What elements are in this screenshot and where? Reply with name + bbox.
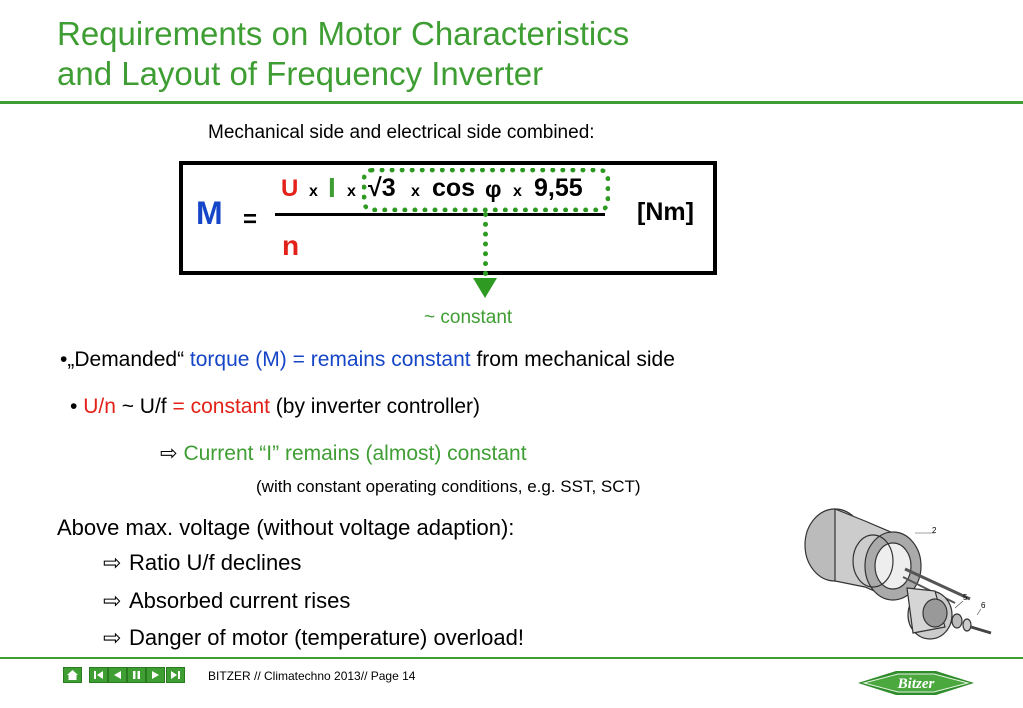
- bullet-marker: •: [70, 395, 84, 418]
- motor-exploded-illustration: 2 5 6: [804, 508, 992, 640]
- footer-text: BITZER // Climatechno 2013// Page 14: [208, 669, 416, 683]
- sqrt3-term: √3: [368, 174, 396, 202]
- sub-item: ⇨ Absorbed current rises: [103, 588, 350, 614]
- sub-item-text: Absorbed current rises: [129, 588, 351, 613]
- footer-divider: [0, 657, 1023, 659]
- constant-pointer-line: [483, 212, 488, 276]
- motor-label: 2: [932, 526, 937, 535]
- fraction-line: [275, 213, 605, 216]
- constant-term: 9,55: [534, 174, 583, 202]
- sub-item: ⇨ Danger of motor (temperature) overload!: [103, 625, 524, 651]
- bitzer-logo: Bitzer: [858, 671, 974, 695]
- conditions-note: (with constant operating conditions, e.g…: [256, 477, 641, 496]
- cos-term: cos: [432, 174, 476, 202]
- current-symbol: I: [328, 172, 336, 203]
- logo-text: Bitzer: [897, 676, 935, 692]
- constant-term: = constant: [172, 395, 270, 418]
- sub-item-text: Danger of motor (temperature) overload!: [129, 625, 524, 650]
- title-line-1: Requirements on Motor Characteristics: [57, 15, 630, 52]
- slide-title: Requirements on Motor Characteristics an…: [57, 14, 629, 94]
- constant-note: ~ constant: [424, 307, 513, 328]
- title-divider: [0, 101, 1023, 104]
- constant-highlight-box: [362, 168, 610, 212]
- arrow-down-icon: [473, 278, 497, 298]
- bullet-un-constant: • U/n ~ U/f = constant (by inverter cont…: [70, 395, 480, 419]
- bullet-text: •„Demanded“: [60, 348, 190, 371]
- first-slide-icon[interactable]: [89, 667, 108, 683]
- torque-symbol: M: [196, 195, 223, 231]
- unit-label: [Nm]: [637, 198, 694, 226]
- times-sign: x: [411, 183, 420, 200]
- times-sign: x: [309, 183, 318, 200]
- pause-icon[interactable]: [127, 667, 146, 683]
- bullet-current-constant: ⇨ Current “I” remains (almost) constant: [160, 441, 527, 466]
- equals-term: =: [286, 348, 311, 371]
- arrow-right-icon: ⇨: [103, 550, 122, 575]
- times-sign: x: [347, 183, 356, 200]
- equals-sign: =: [243, 206, 258, 233]
- remains-constant-term: remains constant: [310, 348, 471, 371]
- bullet-text: from mechanical side: [470, 348, 675, 371]
- sub-item-text: Ratio U/f declines: [129, 550, 302, 575]
- title-line-2: and Layout of Frequency Inverter: [57, 55, 544, 92]
- motor-label: 6: [981, 601, 986, 610]
- voltage-symbol: U: [281, 175, 299, 202]
- voltage-paragraph: Above max. voltage (without voltage adap…: [57, 515, 515, 540]
- last-slide-icon[interactable]: [166, 667, 185, 683]
- bullet-text: (by inverter controller): [269, 395, 481, 418]
- times-sign: x: [513, 183, 522, 200]
- arrow-right-icon: ⇨: [160, 442, 178, 465]
- bullet-demanded-torque: •„Demanded“ torque (M) = remains constan…: [60, 348, 675, 372]
- arrow-right-icon: ⇨: [103, 588, 122, 613]
- uf-term: ~ U/f: [115, 395, 173, 418]
- torque-term: torque (M): [189, 348, 287, 371]
- phi-symbol: φ: [485, 176, 502, 202]
- speed-symbol: n: [282, 230, 300, 261]
- previous-slide-icon[interactable]: [108, 667, 127, 683]
- sub-item: ⇨ Ratio U/f declines: [103, 550, 301, 576]
- arrow-right-icon: ⇨: [103, 625, 122, 650]
- motor-label: 5: [963, 593, 968, 602]
- formula-caption: Mechanical side and electrical side comb…: [208, 122, 595, 143]
- current-constant-text: Current “I” remains (almost) constant: [183, 442, 527, 465]
- next-slide-icon[interactable]: [146, 667, 165, 683]
- formula-box: [179, 161, 717, 275]
- un-term: U/n: [83, 395, 116, 418]
- home-icon[interactable]: [63, 667, 82, 683]
